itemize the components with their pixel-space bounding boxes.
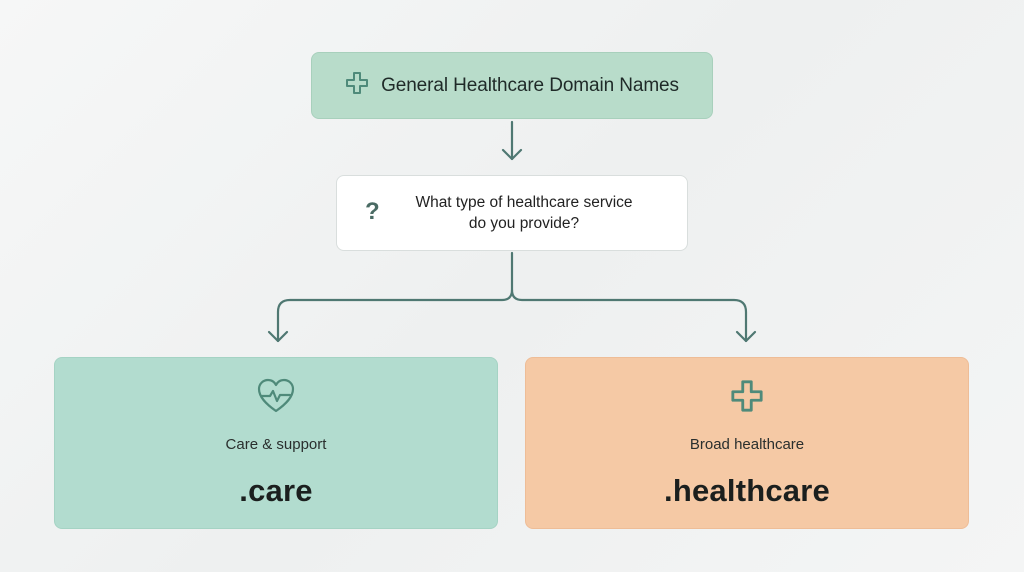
question-line-2: do you provide?: [468, 215, 580, 232]
root-node: General Healthcare Domain Names: [311, 52, 713, 119]
connector-question-to-care: [276, 251, 514, 343]
option-healthcare-label: Broad healthcare: [689, 436, 805, 453]
question-node: ? What type of healthcare service do you…: [336, 175, 688, 251]
option-care-domain: .care: [239, 473, 313, 508]
medical-cross-icon: [345, 71, 369, 100]
question-line-1: What type of healthcare service: [415, 194, 633, 211]
question-text: What type of healthcare service do you p…: [337, 192, 687, 234]
option-healthcare: Broad healthcare .healthcare: [525, 357, 969, 529]
connector-question-to-healthcare: [510, 288, 748, 343]
option-care: Care & support .care: [54, 357, 498, 529]
arrowhead-healthcare: [735, 330, 757, 343]
option-healthcare-domain: .healthcare: [664, 473, 830, 508]
option-care-label: Care & support: [225, 436, 327, 453]
arrowhead-care: [267, 330, 289, 343]
root-title: General Healthcare Domain Names: [381, 74, 679, 96]
question-icon: ?: [365, 198, 380, 225]
heart-pulse-icon: [256, 378, 296, 414]
arrowhead-question: [501, 148, 523, 161]
medical-cross-icon: [730, 378, 764, 414]
